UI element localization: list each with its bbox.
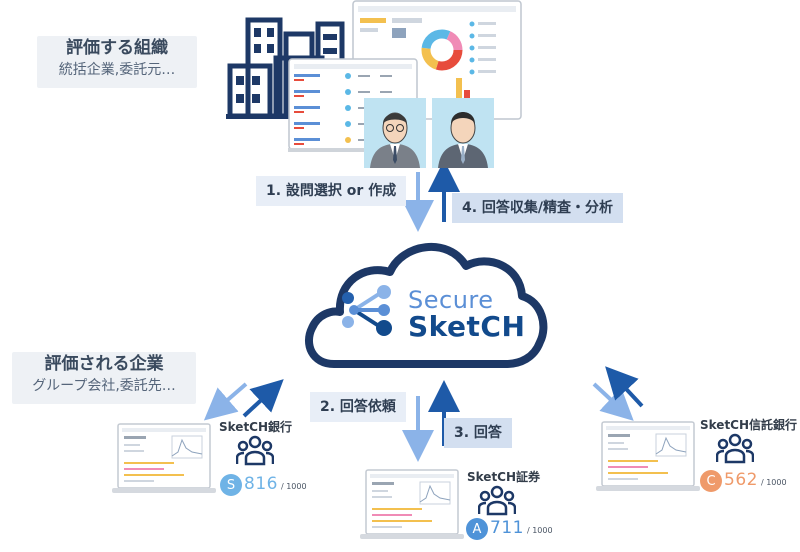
group-icon [478,485,516,516]
score-trust: C 562 / 1000 [700,470,787,492]
network-icon [342,285,392,336]
laptop-icon [360,469,464,539]
laptop-icon [596,421,700,491]
score-max: / 1000 [526,526,553,535]
evaluator-label: 評価する組織 統括企業,委託元… [37,36,197,88]
reviewer-photo-1 [364,98,426,168]
score-max: / 1000 [280,482,307,491]
arrow-left-up [242,379,284,418]
brand-secure: Secure [408,286,494,314]
laptop-icon [112,423,216,493]
group-icon [716,433,754,464]
brand-sketch: SketCH [408,310,526,343]
evaluated-title: 評価される企業 [44,354,164,374]
step2-label: 2. 回答依頼 [310,392,406,422]
score-value: 816 [244,474,278,494]
company-name-securities: SketCH証券 [467,470,541,484]
grade-badge: S [220,474,242,496]
group-icon [236,435,274,466]
step4-label: 4. 回答収集/精査・分析 [452,193,624,223]
evaluator-title: 評価する組織 [66,38,168,58]
company-name-trust: SketCH信託銀行 [700,418,798,432]
arrow-left-down [203,382,248,421]
score-bank: S 816 / 1000 [220,474,307,496]
score-value: 562 [724,470,758,490]
step3-label: 3. 回答 [444,418,512,448]
arrow-right-up [605,366,644,408]
evaluator-subtitle: 統括企業,委託元… [58,62,176,78]
grade-badge: A [466,518,488,540]
evaluated-label: 評価される企業 グループ会社,委託先… [12,352,196,404]
cloud-icon [304,242,548,368]
arrow-right-down [592,382,634,421]
grade-badge: C [700,470,722,492]
reviewer-photo-2 [432,98,494,168]
score-max: / 1000 [760,478,787,487]
score-value: 711 [490,518,524,538]
company-name-bank: SketCH銀行 [219,420,293,434]
evaluated-subtitle: グループ会社,委託先… [32,378,176,394]
score-securities: A 711 / 1000 [466,518,553,540]
step1-label: 1. 設問選択 or 作成 [256,176,407,206]
